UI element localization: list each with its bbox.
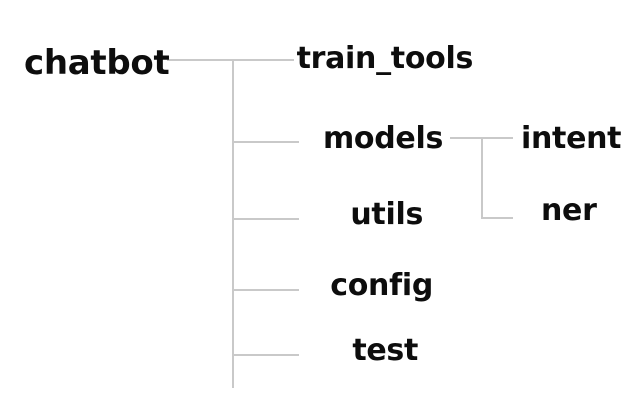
node-label-test: test bbox=[352, 333, 418, 368]
connector-branch-models bbox=[232, 141, 299, 143]
node-label-utils: utils bbox=[350, 197, 423, 232]
connector-branch-config bbox=[232, 289, 299, 291]
connector-models-trunk-vertical bbox=[481, 137, 483, 218]
node-label-chatbot: chatbot bbox=[24, 43, 170, 83]
connector-branch-ner bbox=[481, 217, 513, 219]
connector-branch-train-tools bbox=[232, 59, 294, 61]
connector-trunk-vertical bbox=[232, 59, 234, 388]
connector-branch-utils bbox=[232, 218, 299, 220]
connector-branch-test bbox=[232, 354, 299, 356]
node-label-ner: ner bbox=[541, 193, 597, 228]
connector-branch-intent bbox=[481, 137, 513, 139]
node-label-models: models bbox=[322, 121, 443, 156]
node-label-intent: intent bbox=[521, 121, 622, 156]
node-label-train-tools: train_tools bbox=[296, 41, 474, 76]
connector-root-horizontal bbox=[167, 59, 293, 61]
node-label-config: config bbox=[330, 268, 433, 303]
